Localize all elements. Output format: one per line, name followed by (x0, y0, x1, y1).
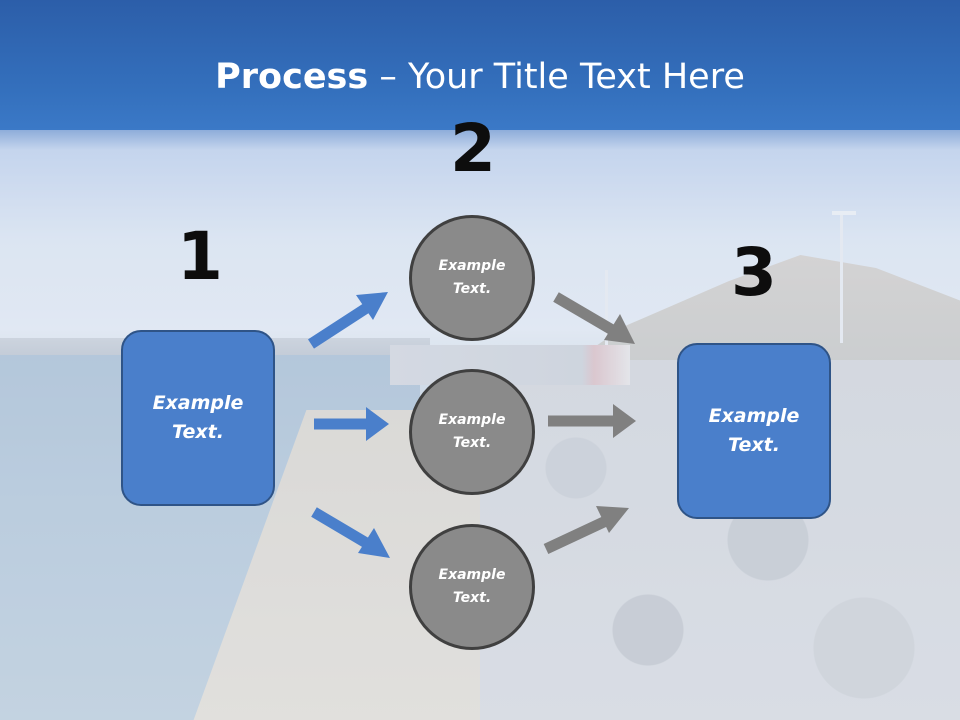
title-bold-part: Process (215, 57, 369, 97)
step-3-box-text: Example Text. (694, 402, 814, 460)
header-band (0, 0, 960, 130)
circle-mid-text: Example Text. (422, 409, 522, 455)
step-1-box[interactable]: Example Text. (121, 330, 275, 506)
circle-top-line2: Text. (452, 281, 492, 297)
circle-top-line1: Example (438, 258, 506, 274)
circle-bot-line1: Example (438, 567, 506, 583)
circle-top-text: Example Text. (422, 255, 522, 301)
step-2-circle-bottom[interactable]: Example Text. (409, 524, 535, 650)
circle-bot-line2: Text. (452, 590, 492, 606)
circle-mid-line2: Text. (452, 435, 492, 451)
step-2-circle-middle[interactable]: Example Text. (409, 369, 535, 495)
step-3-box-line1: Example (708, 405, 800, 427)
circle-bot-text: Example Text. (422, 564, 522, 610)
slide-title: Process – Your Title Text Here (0, 52, 960, 102)
title-rest-part: – Your Title Text Here (368, 57, 745, 97)
step-2-circle-top[interactable]: Example Text. (409, 215, 535, 341)
step-3-box[interactable]: Example Text. (677, 343, 831, 519)
step-1-box-text: Example Text. (138, 389, 258, 447)
step-3-box-line2: Text. (728, 434, 780, 456)
step-number-1: 1 (177, 218, 223, 295)
circle-mid-line1: Example (438, 412, 506, 428)
background-lamp-head (832, 211, 856, 215)
step-number-3: 3 (731, 234, 777, 311)
step-number-2: 2 (450, 110, 496, 187)
background-lamp-post (840, 213, 843, 343)
background-train (390, 345, 630, 385)
step-1-box-line2: Text. (172, 421, 224, 443)
step-1-box-line1: Example (152, 392, 244, 414)
